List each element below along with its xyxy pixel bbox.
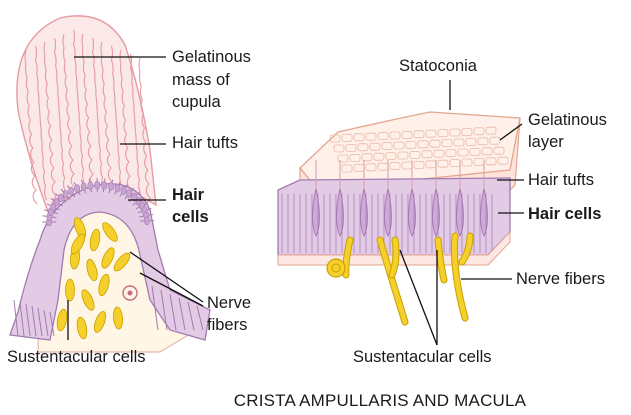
label-gelatinous-mass-3: cupula (172, 93, 221, 111)
crista-hair-cell (88, 181, 93, 189)
label-crista-hair-cells-1: Hair (172, 186, 205, 204)
label-crista-hair-cells-2: cells (172, 208, 209, 226)
crista-hair-cell (115, 184, 120, 192)
crista-nerve-fiber (66, 279, 75, 301)
label-statoconia: Statoconia (399, 57, 478, 75)
crista-hair-cell (68, 187, 73, 195)
figure-caption: CRISTA AMPULLARIS AND MACULA (234, 391, 527, 410)
crista-hair-cell (58, 194, 63, 202)
label-gelatinous-layer-2: layer (528, 133, 564, 151)
label-gelatinous-mass-2: mass of (172, 71, 230, 89)
crista-hair-cell (102, 181, 107, 189)
label-crista-nerve-2: fibers (207, 316, 247, 334)
crista-hair-cell (108, 182, 113, 190)
label-gelatinous-layer-1: Gelatinous (528, 111, 607, 129)
label-gelatinous-mass-1: Gelatinous (172, 48, 251, 66)
label-macula-sustentacular: Sustentacular cells (353, 348, 492, 366)
label-crista-sustentacular: Sustentacular cells (7, 348, 146, 366)
label-crista-hair-tufts: Hair tufts (172, 134, 238, 152)
crista-hair-cell (144, 217, 149, 225)
crista-hair-cell (75, 185, 80, 193)
label-macula-nerve-fibers: Nerve fibers (516, 270, 605, 288)
label-macula-hair-tufts: Hair tufts (528, 171, 594, 189)
crista-hair-cell (63, 190, 68, 198)
crista-hair-cell (95, 181, 100, 189)
crista-hair-cell (121, 186, 126, 194)
crista-hair-cell (127, 189, 132, 197)
crista-hair-cell (81, 183, 86, 191)
macula-nerve-ending (327, 259, 345, 277)
macula (278, 112, 520, 322)
crista-vessel-lumen (128, 291, 133, 296)
label-macula-hair-cells: Hair cells (528, 205, 601, 223)
label-crista-nerve-1: Nerve (207, 294, 251, 312)
crista-ampullaris (10, 16, 210, 352)
